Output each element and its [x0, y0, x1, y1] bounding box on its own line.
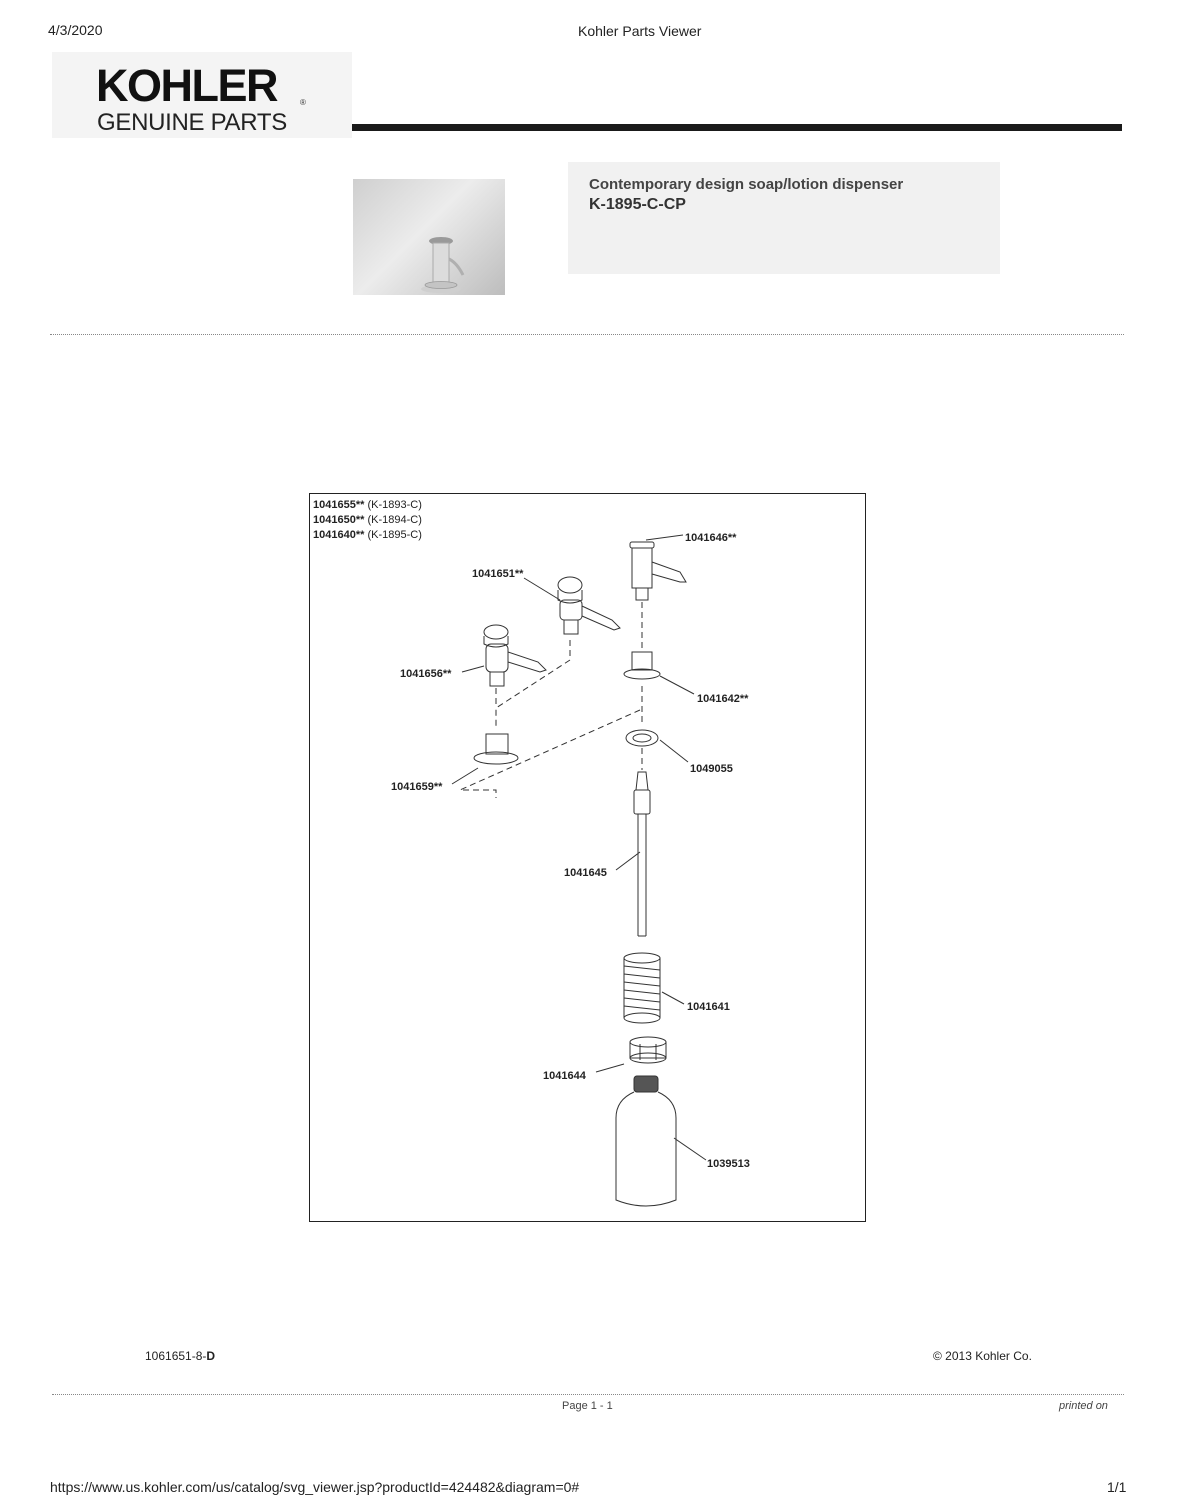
legend-model: (K-1895-C): [367, 529, 421, 541]
flange-1041642: [623, 651, 661, 680]
product-thumbnail: [353, 179, 505, 295]
model-legend: 1041655** (K-1893-C) 1041650** (K-1894-C…: [313, 499, 422, 541]
leader-line: [645, 534, 684, 541]
flange-1041659: [473, 733, 519, 765]
pump-head-1041651: [557, 576, 621, 635]
legend-part: 1041650**: [313, 514, 365, 526]
footer-divider: [52, 1394, 1124, 1395]
leader-line: [661, 991, 685, 1005]
pump-head-1041656: [483, 624, 547, 687]
callout-1041659: 1041659**: [391, 781, 443, 793]
legend-model: (K-1893-C): [367, 499, 421, 511]
product-model-number: K-1895-C-CP: [589, 196, 686, 213]
soap-dispenser-photo-icon: [421, 237, 465, 293]
document-number-prefix: 1061651-8-: [145, 1349, 207, 1363]
svg-text:1041650** (K-1894-C): 1041650** (K-1894-C): [313, 514, 422, 526]
registered-mark: ®: [300, 98, 306, 107]
threaded-shank-1041641: [623, 952, 661, 1024]
callout-1041641: 1041641: [687, 1001, 730, 1013]
header-rule: [352, 124, 1122, 131]
pump-head-1041646: [629, 541, 687, 601]
tube-1041645: [633, 771, 651, 937]
print-title: Kohler Parts Viewer: [578, 23, 702, 39]
callout-1041645: 1041645: [564, 867, 607, 879]
bottle-1039513: [615, 1075, 677, 1207]
section-divider: [50, 334, 1124, 335]
leader-line: [673, 1137, 707, 1161]
logo-tagline: GENUINE PARTS: [97, 109, 287, 136]
leader-line: [659, 739, 689, 763]
washer-1049055: [625, 729, 659, 747]
printed-on-label: printed on: [1059, 1400, 1108, 1412]
legend-model: (K-1894-C): [367, 514, 421, 526]
callout-1041651: 1041651**: [472, 568, 524, 580]
leader-line: [659, 675, 695, 695]
exploded-diagram-frame: [309, 493, 866, 1222]
kohler-logo: KOHLER: [96, 60, 279, 111]
svg-text:1041640** (K-1895-C): 1041640** (K-1895-C): [313, 529, 422, 541]
document-revision: D: [206, 1349, 216, 1363]
svg-text:1041655** (K-1893-C): 1041655** (K-1893-C): [313, 499, 422, 511]
nut-1041644: [629, 1036, 667, 1064]
logo-background: [52, 52, 352, 138]
document-number: 1061651-8-D: [145, 1349, 215, 1363]
print-date: 4/3/2020: [48, 22, 103, 38]
product-info-panel: [568, 162, 1000, 274]
callout-1041646: 1041646**: [685, 532, 737, 544]
leader-line: [595, 1063, 625, 1073]
print-url: https://www.us.kohler.com/us/catalog/svg…: [50, 1479, 580, 1495]
print-page-fraction: 1/1: [1107, 1479, 1127, 1495]
leader-line: [523, 577, 561, 601]
callout-1041656: 1041656**: [400, 668, 452, 680]
product-description: Contemporary design soap/lotion dispense…: [589, 176, 904, 193]
copyright-notice: © 2013 Kohler Co.: [933, 1349, 1032, 1363]
callout-1041642: 1041642**: [697, 693, 749, 705]
page-indicator: Page 1 - 1: [562, 1400, 613, 1412]
legend-part: 1041640**: [313, 529, 365, 541]
leader-line: [615, 851, 641, 871]
callout-1039513: 1039513: [707, 1158, 750, 1170]
callout-1041644: 1041644: [543, 1070, 587, 1082]
assembly-lines: [459, 602, 643, 798]
callout-1049055: 1049055: [690, 763, 733, 775]
leader-line: [451, 767, 479, 785]
legend-part: 1041655**: [313, 499, 365, 511]
leader-line: [461, 665, 485, 673]
